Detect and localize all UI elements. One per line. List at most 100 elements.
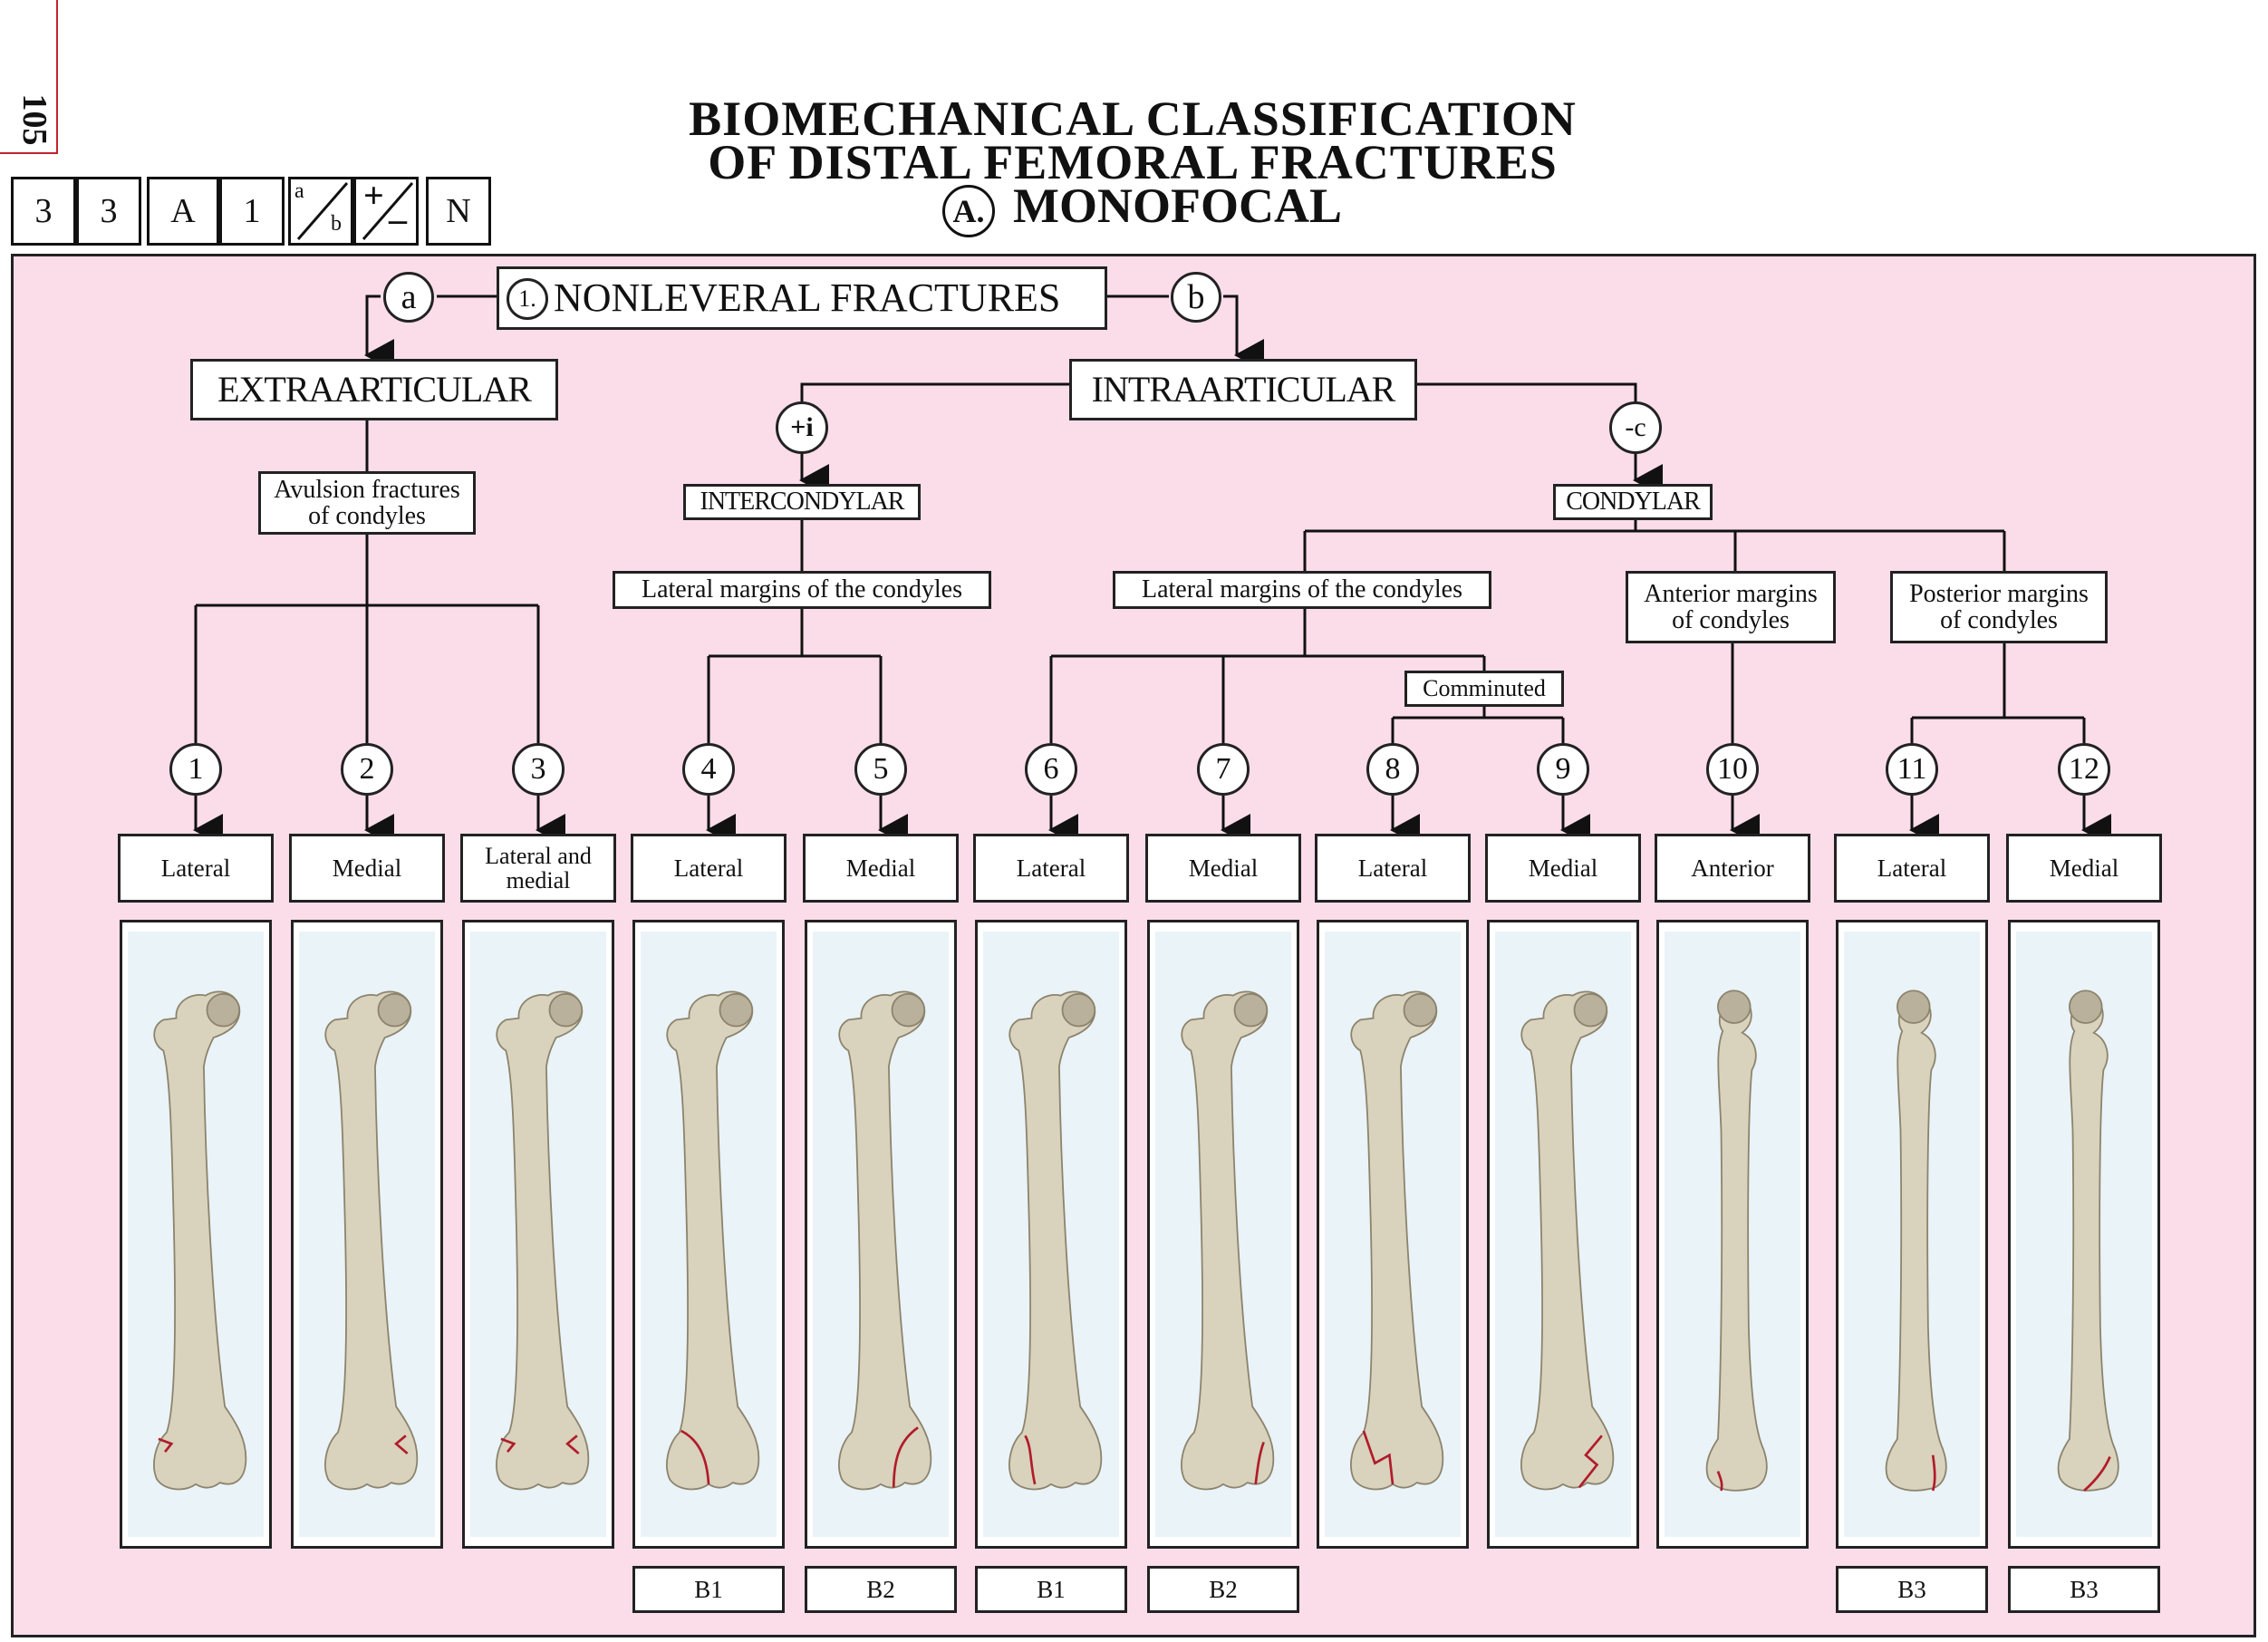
femoral-head <box>1896 990 1931 1024</box>
femur-background <box>813 932 949 1537</box>
femur-background <box>1495 932 1631 1537</box>
code-box-1: 3 <box>11 177 76 246</box>
femoral-head <box>206 992 241 1028</box>
femoral-head <box>891 992 926 1028</box>
code-box-plusminus: + – <box>353 175 419 246</box>
fracture-number-circle: 3 <box>512 743 565 796</box>
minus-c-circle: -c <box>1609 401 1662 454</box>
avulsion-line-1: Avulsion fractures <box>274 475 460 504</box>
title-line-1: BIOMECHANICAL CLASSIFICATION <box>689 92 1577 146</box>
femur-illustration-frame <box>1147 920 1299 1549</box>
root-number-circle: 1. <box>507 278 548 320</box>
code-minus: – <box>389 198 407 239</box>
femur-shape <box>1350 990 1444 1491</box>
ao-class-box: B1 <box>632 1566 785 1613</box>
fracture-line <box>892 1426 919 1488</box>
nonleveral-fractures-box: 1. NONLEVERAL FRACTURES <box>497 266 1107 330</box>
fracture-label-box: Medial <box>1485 834 1641 903</box>
femur-shape <box>1520 990 1615 1491</box>
ao-class-box: B1 <box>975 1566 1127 1613</box>
femur-background <box>470 932 606 1537</box>
extraarticular-box: EXTRAARTICULAR <box>190 359 558 420</box>
fracture-number-circle: 11 <box>1886 743 1938 796</box>
fracture-line <box>500 1434 580 1454</box>
code-box-2: 3 <box>76 177 141 246</box>
femur-background <box>128 932 264 1537</box>
femoral-head <box>1061 992 1096 1028</box>
fracture-label-box: Lateral <box>118 834 274 903</box>
femur-illustration-frame <box>805 920 957 1549</box>
fracture-number-circle: 9 <box>1537 743 1589 796</box>
femur-icon <box>324 990 419 1491</box>
femoral-head <box>1233 992 1269 1028</box>
code-a: a <box>294 179 304 203</box>
femur-illustration-frame <box>2008 920 2160 1549</box>
fracture-number-circle: 1 <box>169 743 222 796</box>
fracture-label-box: Medial <box>1145 834 1301 903</box>
intercondylar-box: INTERCONDYLAR <box>683 484 921 520</box>
femur-icon <box>496 990 590 1491</box>
femur-illustration-frame <box>975 920 1127 1549</box>
title-line-2: OF DISTAL FEMORAL FRACTURES <box>708 135 1558 189</box>
code-b: b <box>331 212 342 236</box>
femur-illustration-frame <box>1836 920 1988 1549</box>
nonleveral-fractures-label: NONLEVERAL FRACTURES <box>554 275 1061 320</box>
femur-background <box>1155 932 1291 1537</box>
femur-shape <box>666 990 760 1491</box>
fracture-line <box>158 1437 174 1454</box>
femur-background <box>641 932 777 1537</box>
femoral-head <box>719 992 754 1028</box>
plus-i-circle: +i <box>776 401 828 454</box>
branch-a-circle: a <box>383 272 434 323</box>
femur-background <box>2016 932 2152 1537</box>
condylar-box: CONDYLAR <box>1553 484 1713 520</box>
ao-class-box: B2 <box>805 1566 957 1613</box>
femur-icon <box>1009 990 1103 1491</box>
femur-icon <box>153 990 247 1491</box>
femur-icon <box>1181 990 1275 1491</box>
femur-background <box>299 932 435 1537</box>
femur-icon <box>838 990 932 1491</box>
fracture-label-box: Anterior <box>1655 834 1810 903</box>
fracture-number-circle: 8 <box>1366 743 1419 796</box>
femur-shape <box>1009 990 1103 1491</box>
fracture-number-circle: 6 <box>1025 743 1077 796</box>
posterior-line-2: of condyles <box>1940 606 2058 634</box>
lateral-margins-box-1: Lateral margins of the condyles <box>613 571 991 609</box>
fracture-line <box>1024 1434 1037 1485</box>
femur-illustration-frame <box>291 920 443 1549</box>
fracture-label-box: Lateral and medial <box>460 834 616 903</box>
fracture-label-box: Medial <box>803 834 959 903</box>
fracture-number-circle: 10 <box>1706 743 1759 796</box>
code-box-ab: a b <box>288 177 353 246</box>
femur-icon <box>1885 990 1947 1492</box>
code-box-3: A <box>147 177 219 246</box>
fracture-number-circle: 2 <box>341 743 393 796</box>
fracture-line <box>1716 1471 1723 1492</box>
femur-illustration-frame <box>632 920 785 1549</box>
lateral-margins-box-2: Lateral margins of the condyles <box>1113 571 1491 609</box>
femur-icon <box>2057 990 2119 1492</box>
femur-illustration-frame <box>120 920 272 1549</box>
fracture-label-box: Medial <box>289 834 445 903</box>
femoral-head <box>548 992 584 1028</box>
femoral-head <box>1717 990 1752 1024</box>
posterior-margins-box: Posterior margins of condyles <box>1890 571 2108 643</box>
fracture-number-circle: 4 <box>682 743 735 796</box>
intraarticular-box: INTRAARTICULAR <box>1069 359 1417 420</box>
fracture-number-circle: 5 <box>854 743 907 796</box>
fracture-line <box>1254 1441 1265 1485</box>
fracture-label-box: Lateral <box>973 834 1129 903</box>
fracture-number-circle: 12 <box>2058 743 2110 796</box>
femur-icon <box>1705 990 1768 1492</box>
fracture-label-box: Lateral <box>1315 834 1471 903</box>
femur-shape <box>1885 993 1947 1492</box>
anterior-line-2: of condyles <box>1672 606 1790 634</box>
page-tab <box>0 0 58 154</box>
femur-shape <box>1181 990 1275 1491</box>
anterior-line-1: Anterior margins <box>1644 579 1818 608</box>
femur-illustration-frame <box>462 920 614 1549</box>
femur-icon <box>1520 990 1615 1491</box>
fracture-line <box>1578 1434 1603 1489</box>
